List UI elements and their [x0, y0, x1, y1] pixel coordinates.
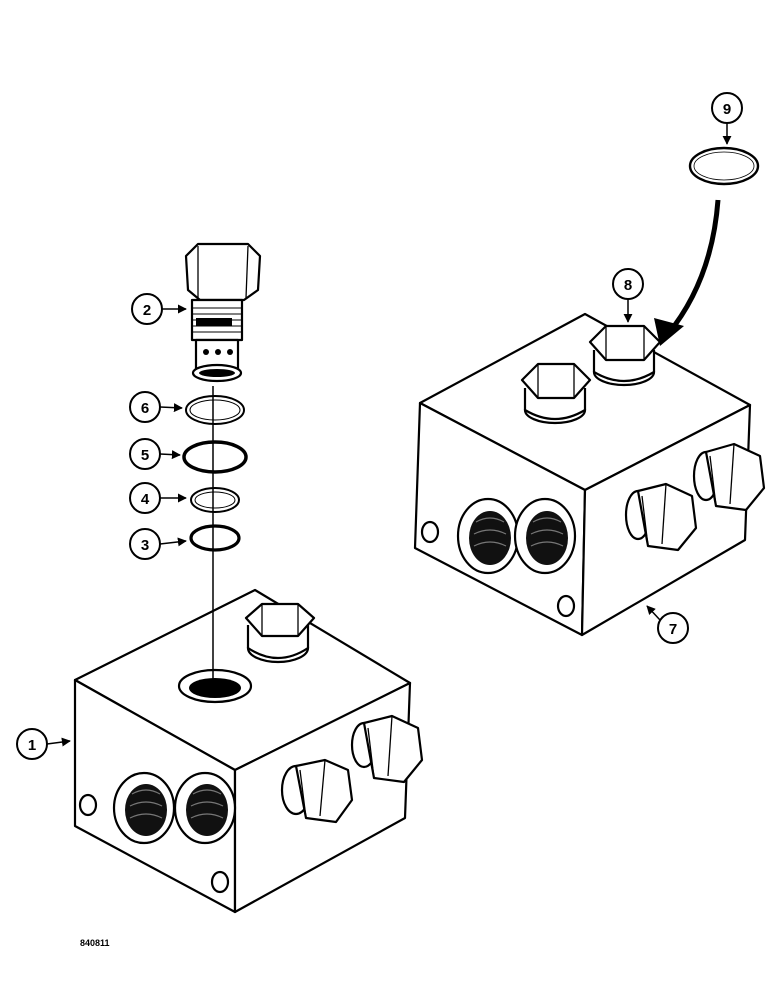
side-plug-rear [350, 714, 424, 784]
callout-4: 4 [129, 482, 187, 514]
mounting-hole [210, 870, 230, 894]
svg-text:5: 5 [141, 447, 149, 464]
front-port-right [173, 771, 237, 845]
valve-block-upper [413, 312, 766, 637]
mounting-hole [78, 793, 98, 817]
svg-text:3: 3 [141, 537, 149, 554]
callout-3: 3 [129, 528, 187, 560]
callout-7: 7 [646, 605, 689, 644]
seal-9 [688, 146, 760, 186]
plug-top-front [588, 324, 662, 387]
svg-text:4: 4 [141, 491, 150, 508]
plug-top-lower [244, 602, 316, 664]
callout-9: 9 [711, 92, 743, 145]
front-port-left [456, 497, 520, 575]
callout-1: 1 [16, 728, 71, 760]
side-plug-rear [692, 442, 766, 512]
svg-text:2: 2 [143, 302, 151, 319]
front-port-right [513, 497, 577, 575]
callout-8: 8 [612, 268, 644, 323]
svg-text:6: 6 [141, 400, 149, 417]
svg-text:1: 1 [28, 737, 36, 754]
reference-code: 840811 [80, 938, 110, 948]
svg-text:9: 9 [723, 101, 731, 118]
mounting-hole [420, 520, 440, 544]
svg-text:8: 8 [624, 277, 632, 294]
callout-6: 6 [129, 391, 183, 423]
mounting-hole [556, 594, 576, 618]
callout-5: 5 [129, 438, 181, 470]
cartridge-valve [184, 242, 262, 383]
side-plug-front [624, 482, 698, 552]
seal-3 [189, 524, 241, 552]
front-port-left [112, 771, 176, 845]
seal-5 [182, 440, 248, 474]
seal-6 [185, 395, 245, 425]
plug-top-rear [520, 362, 592, 425]
svg-text:7: 7 [669, 621, 677, 638]
seal-4 [190, 487, 240, 513]
valve-block-lower [73, 588, 424, 914]
install-arrow [666, 199, 721, 336]
callout-2: 2 [131, 293, 187, 325]
side-plug-front [280, 758, 354, 824]
